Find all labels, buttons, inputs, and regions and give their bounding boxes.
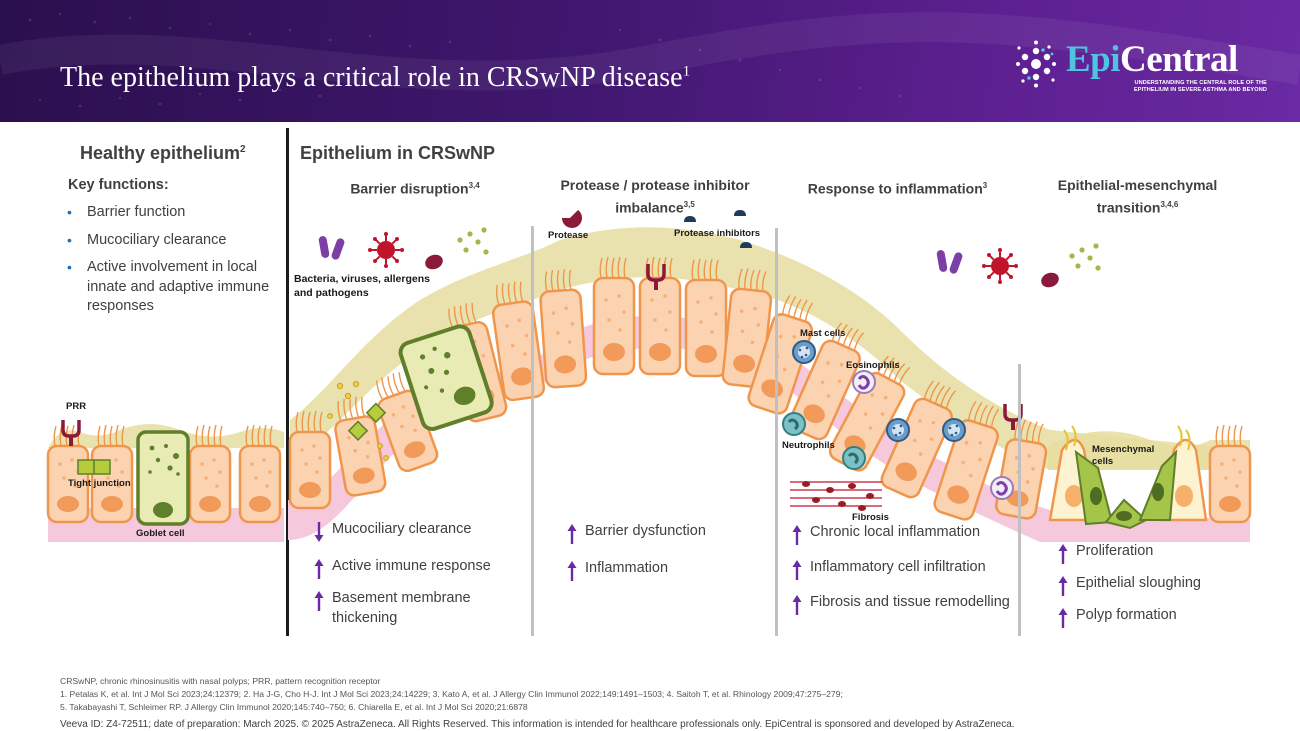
down-arrow-icon [314, 522, 324, 542]
column-title-emt: Epithelial-mesenchymal transition3,4,6 [1057, 177, 1218, 216]
logo-wordmark: EpiCentral [1066, 39, 1238, 80]
protease-inhibitors-label: Protease inhibitors [674, 228, 761, 239]
mast-cell-icon [792, 340, 816, 364]
disrupted-tight-junctions-icon [347, 402, 387, 441]
mast-cells-label: Mast cells [800, 328, 846, 339]
eosinophil-icon-2 [989, 475, 1015, 501]
bacteria-icon [318, 235, 346, 261]
fibrosis-label: Fibrosis [852, 512, 889, 523]
abbreviations: CRSwNP, chronic rhinosinusitis with nasa… [60, 676, 381, 686]
pollen-icon-2 [1069, 243, 1101, 271]
up-arrow-icon [1058, 576, 1068, 596]
goblet-cell-label: Goblet cell [136, 528, 185, 539]
virus-icon [367, 231, 405, 269]
references-line-2: 5. Takabayashi T, Schleimer RP. J Allerg… [60, 702, 528, 712]
section-divider [286, 128, 289, 636]
effect-item: Chronic local inflammation [790, 523, 1018, 545]
up-arrow-icon [792, 525, 802, 545]
effect-item: Epithelial sloughing [1056, 574, 1256, 596]
up-arrow-icon [1058, 544, 1068, 564]
column-title-inflammation: Response to inflammation3 [807, 180, 988, 197]
header-decoration [0, 12, 1300, 108]
up-arrow-icon [1058, 608, 1068, 628]
allergen-icon-2 [1041, 272, 1059, 288]
eosinophil-icon [851, 369, 877, 395]
neutrophil-icon [781, 411, 807, 437]
key-functions-label: Key functions: [68, 177, 169, 193]
key-function-item: Mucociliary clearance [67, 231, 277, 251]
pathogens-label: Bacteria, viruses, allergens and pathoge… [294, 273, 430, 299]
effect-item: Basement membrane thickening [312, 589, 527, 628]
up-arrow-icon [567, 524, 577, 544]
epicentral-logo: EpiCentral UNDERSTANDING THE CENTRAL ROL… [1012, 39, 1267, 100]
column-divider-3 [1018, 364, 1021, 636]
effect-item: Barrier dysfunction [565, 522, 765, 544]
effect-item: Fibrosis and tissue remodelling [790, 593, 1018, 615]
pollen-icon [457, 227, 489, 255]
key-function-item: Barrier function [67, 203, 277, 223]
healthy-title: Healthy epithelium2 [80, 143, 246, 163]
effect-item: Inflammatory cell infiltration [790, 558, 1018, 580]
references-line-1: 1. Petalas K, et al. Int J Mol Sci 2023;… [60, 689, 843, 699]
page-title: The epithelium plays a critical role in … [60, 62, 691, 93]
effect-item: Active immune response [312, 557, 527, 579]
tight-junction-label: Tight junction [68, 478, 131, 489]
up-arrow-icon [567, 561, 577, 581]
key-functions-list: Barrier function Mucociliary clearance A… [67, 203, 277, 325]
barrier-effects-list: Mucociliary clearance Active immune resp… [312, 520, 527, 628]
allergen-icon [425, 254, 443, 270]
mesenchymal-cells-label: Mesenchymal cells [1092, 444, 1155, 467]
bacteria-icon-2 [936, 249, 964, 275]
particles-icon [327, 380, 389, 461]
emt-mucus-layer [1048, 431, 1250, 470]
effect-item: Inflammation [565, 559, 765, 581]
veeva-disclaimer: Veeva ID: Z4-72511; date of preparation:… [60, 719, 1015, 730]
protease-inhibitor-icons [684, 210, 752, 248]
up-arrow-icon [792, 595, 802, 615]
mast-cell-icon-2 [886, 418, 910, 442]
up-arrow-icon [314, 559, 324, 579]
prr-label: PRR [66, 401, 87, 412]
emt-effects-list: Proliferation Epithelial sloughing Polyp… [1056, 542, 1256, 628]
neutrophil-icon-2 [841, 445, 867, 471]
column-title-protease: Protease / protease inhibitor imbalance3… [560, 177, 750, 216]
goblet-cell-icon [136, 430, 190, 526]
eosinophils-label: Eosinophils [846, 360, 900, 371]
effect-item: Proliferation [1056, 542, 1256, 564]
column-divider-1 [531, 226, 534, 636]
protease-label: Protease [548, 230, 589, 241]
crswnp-title: Epithelium in CRSwNP [300, 143, 496, 163]
inflammation-effects-list: Chronic local inflammation Inflammatory … [790, 523, 1018, 615]
neutrophils-label: Neutrophils [782, 440, 835, 451]
key-function-item: Active involvement in local innate and a… [67, 258, 277, 317]
protease-effects-list: Barrier dysfunction Inflammation [565, 522, 765, 581]
epithelium-illustration [0, 128, 1300, 636]
tight-junction-icon [77, 459, 111, 475]
crswnp-goblet-cell-icon [398, 324, 494, 431]
up-arrow-icon [314, 591, 324, 611]
protease-icon [562, 210, 582, 229]
emt-cilia [1063, 425, 1191, 451]
column-divider-2 [775, 228, 778, 636]
logo-tagline: UNDERSTANDING THE CENTRAL ROLE OF THE EP… [1133, 80, 1267, 93]
column-title-barrier: Barrier disruption3,4 [350, 180, 480, 197]
up-arrow-icon [792, 560, 802, 580]
virus-icon-2 [981, 247, 1019, 285]
mast-cell-icon-3 [942, 418, 966, 442]
fibrosis-icon [790, 481, 882, 511]
crswnp-mucus-layer [290, 227, 1250, 470]
header-banner: The epithelium plays a critical role in … [0, 0, 1300, 122]
effect-item: Polyp formation [1056, 606, 1256, 628]
effect-item: Mucociliary clearance [312, 520, 527, 542]
logo-dots-icon [1016, 40, 1056, 88]
